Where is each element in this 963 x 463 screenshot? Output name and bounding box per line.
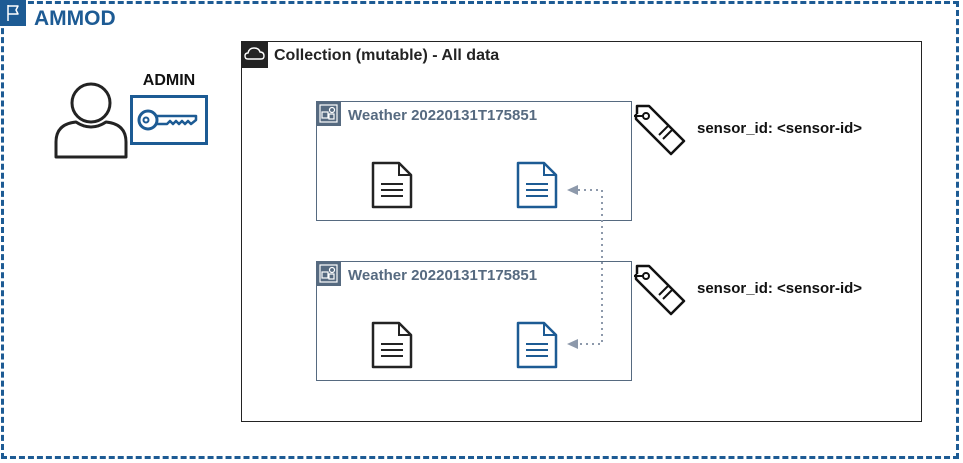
document-icon-gray: [371, 321, 413, 369]
tag-icon: [634, 104, 686, 156]
flag-icon: [0, 0, 26, 26]
group-title-1: Weather 20220131T175851: [348, 107, 538, 124]
group-title-2: Weather 20220131T175851: [348, 267, 538, 284]
collection-title: Collection (mutable) - All data: [274, 47, 500, 64]
tag-label-1: sensor_id: <sensor-id>: [697, 120, 863, 137]
document-icon-blue: [516, 161, 558, 209]
cloud-icon: [241, 41, 268, 68]
tag-icon: [634, 264, 686, 316]
tag-label-2: sensor_id: <sensor-id>: [697, 280, 863, 297]
frame-title: AMMOD: [34, 7, 116, 30]
document-icon-blue: [516, 321, 558, 369]
collection-container: [241, 41, 922, 422]
group-container-2: [316, 261, 632, 381]
admin-label: ADMIN: [142, 72, 196, 89]
key-icon: [130, 95, 208, 145]
user-icon: [54, 82, 128, 159]
group-icon: [316, 101, 341, 126]
group-container-1: [316, 101, 632, 221]
dotted-connector: [567, 185, 603, 349]
document-icon-gray: [371, 161, 413, 209]
group-icon: [316, 261, 341, 286]
